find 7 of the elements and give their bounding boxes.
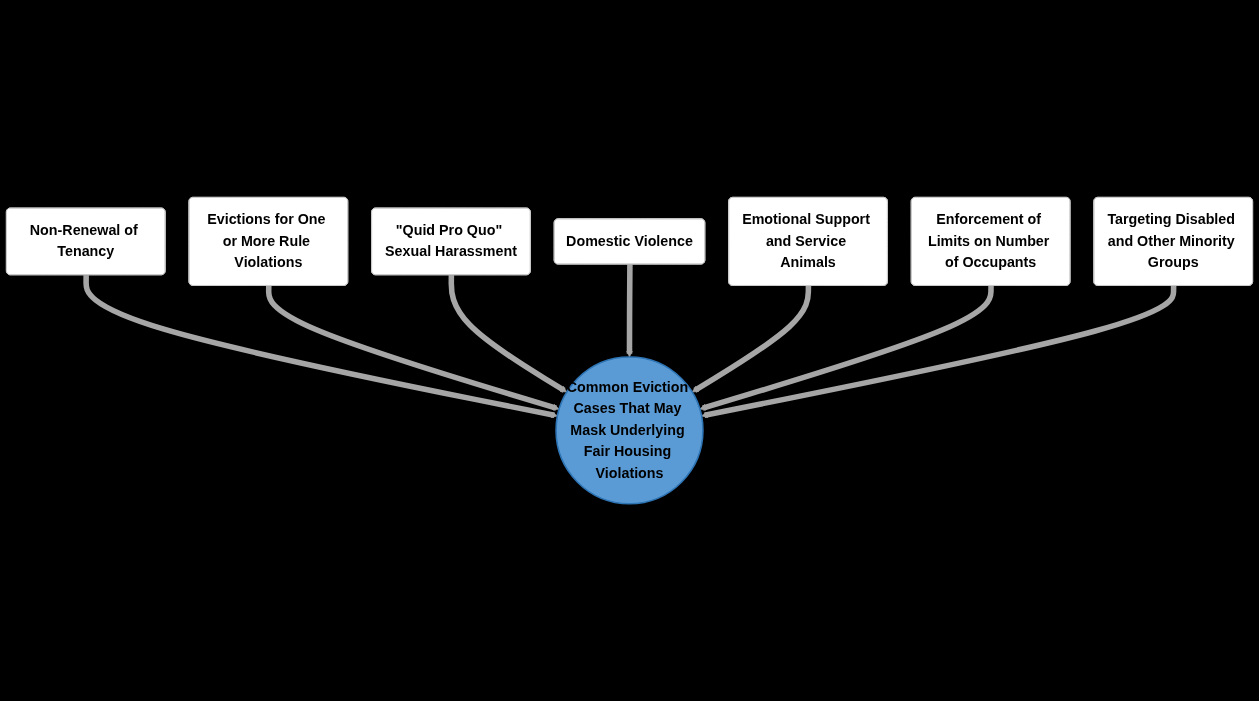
arrow [691, 285, 812, 393]
arrow [265, 285, 560, 411]
arrow [626, 264, 633, 358]
arrow [699, 285, 994, 411]
arrow [83, 275, 558, 418]
arrow [448, 275, 568, 393]
node-circle: Common Eviction Cases That May Mask Underlying Fair Housing Violations [555, 356, 704, 505]
